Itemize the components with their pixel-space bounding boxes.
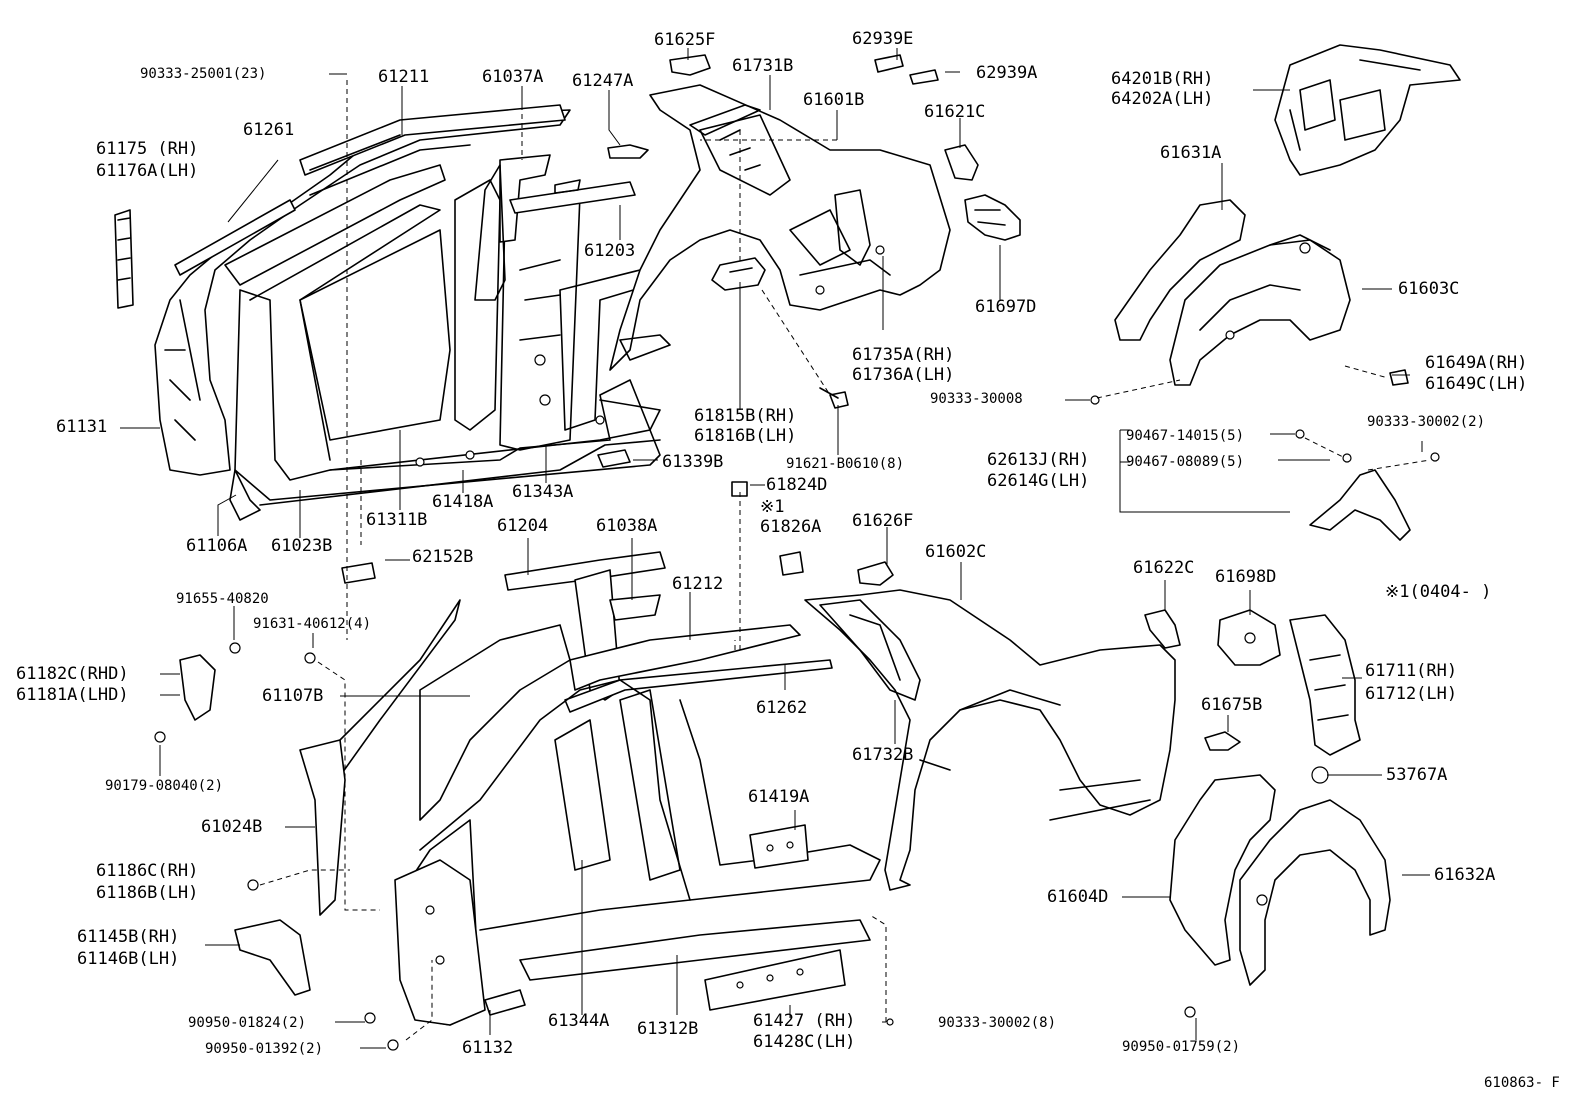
part-label-61176A-lh: 61176A(LH): [96, 161, 199, 181]
part-label-61697D: 61697D: [975, 297, 1037, 317]
part-label-61735A-rh: 61735A(RH): [852, 345, 955, 365]
leader-lines: [120, 48, 1431, 1049]
part-label-61339B: 61339B: [662, 452, 724, 472]
part-label-91655-40820: 91655-40820: [176, 591, 269, 607]
part-label-91621-b0610: 91621-B0610(8): [786, 456, 905, 472]
part-label-61261: 61261: [243, 120, 295, 140]
part-label-61132: 61132: [462, 1038, 514, 1058]
part-label-61419A: 61419A: [748, 787, 810, 807]
part-label-61649A-rh: 61649A(RH): [1425, 353, 1528, 373]
part-label-61604D: 61604D: [1047, 887, 1109, 907]
part-label-61023B: 61023B: [271, 536, 333, 556]
part-label-61262: 61262: [756, 698, 808, 718]
part-label-61107B: 61107B: [262, 686, 324, 706]
part-label-61038A: 61038A: [596, 516, 658, 536]
part-label-61418A: 61418A: [432, 492, 494, 512]
part-label-61181A-lhd: 61181A(LHD): [16, 685, 129, 705]
part-label-90467-08089: 90467-08089(5): [1126, 454, 1245, 470]
part-label-61731B: 61731B: [732, 56, 794, 76]
part-label-61736A-lh: 61736A(LH): [852, 365, 955, 385]
part-label-64201B-rh: 64201B(RH): [1111, 69, 1214, 89]
part-label-61186C-rh: 61186C(RH): [96, 861, 199, 881]
part-label-61622C: 61622C: [1133, 558, 1195, 578]
part-label-91631-40612: 91631-40612(4): [253, 616, 372, 632]
part-label-61428C-lh: 61428C(LH): [753, 1032, 856, 1052]
part-label-61024B: 61024B: [201, 817, 263, 837]
part-label-61131: 61131: [56, 417, 108, 437]
part-label-61649C-lh: 61649C(LH): [1425, 374, 1528, 394]
part-label-62939E: 62939E: [852, 29, 914, 49]
part-label-62152B: 62152B: [412, 547, 474, 567]
part-label-61625F: 61625F: [654, 30, 716, 50]
part-label-61603C: 61603C: [1398, 279, 1460, 299]
part-label-61602C: 61602C: [925, 542, 987, 562]
part-label-90950-01824: 90950-01824(2): [188, 1015, 307, 1031]
part-label-90333-30002-8: 90333-30002(8): [938, 1015, 1057, 1031]
part-label-61601B: 61601B: [803, 90, 865, 110]
part-label-61343A: 61343A: [512, 482, 574, 502]
part-label-61815B-rh: 61815B(RH): [694, 406, 797, 426]
part-label-61211: 61211: [378, 67, 430, 87]
part-label-61698D: 61698D: [1215, 567, 1277, 587]
part-label-61626F: 61626F: [852, 511, 914, 531]
part-label-61145B-rh: 61145B(RH): [77, 927, 180, 947]
part-label-61344A: 61344A: [548, 1011, 610, 1031]
part-label-61203: 61203: [584, 241, 636, 261]
part-label-61621C: 61621C: [924, 102, 986, 122]
part-label-61106A: 61106A: [186, 536, 248, 556]
part-label-53767A: 53767A: [1386, 765, 1448, 785]
part-label-90950-01392: 90950-01392(2): [205, 1041, 324, 1057]
part-label-61632A: 61632A: [1434, 865, 1496, 885]
quarter-panel-outer: [779, 551, 1391, 1018]
part-label-61146B-lh: 61146B(LH): [77, 949, 180, 969]
part-label-61824D: 61824D: [766, 475, 828, 495]
part-label-90179-08040: 90179-08040(2): [105, 778, 224, 794]
body-side-inner: [154, 551, 894, 1051]
note-mark-1: ※1: [760, 497, 785, 517]
part-label-61732B: 61732B: [852, 745, 914, 765]
part-label-61631A: 61631A: [1160, 143, 1222, 163]
part-label-61312B: 61312B: [637, 1019, 699, 1039]
note-applicability-0404: ※1(0404- ): [1385, 582, 1492, 602]
part-label-62939A: 62939A: [976, 63, 1038, 83]
part-label-61212: 61212: [672, 574, 724, 594]
part-label-61186B-lh: 61186B(LH): [96, 883, 199, 903]
part-label-62614G-lh: 62614G(LH): [987, 471, 1090, 491]
part-label-61204: 61204: [497, 516, 549, 536]
part-label-90333-30002-2: 90333-30002(2): [1367, 414, 1486, 430]
part-label-90467-14015: 90467-14015(5): [1126, 428, 1245, 444]
part-label-61182C-rhd: 61182C(RHD): [16, 664, 129, 684]
rear-wheel-housing-upper: [1090, 44, 1461, 541]
part-label-90333-25001: 90333-25001(23): [140, 66, 267, 82]
part-label-61427-rh: 61427 (RH): [753, 1011, 856, 1031]
part-label-61712-lh: 61712(LH): [1365, 684, 1458, 704]
part-label-90950-01759: 90950-01759(2): [1122, 1039, 1241, 1055]
part-label-90333-30008: 90333-30008: [930, 391, 1023, 407]
part-label-61711-rh: 61711(RH): [1365, 661, 1458, 681]
part-label-62613J-rh: 62613J(RH): [987, 450, 1090, 470]
part-label-61826A: 61826A: [760, 517, 822, 537]
quarter-panel-upper: [597, 54, 1021, 497]
part-label-64202A-lh: 64202A(LH): [1111, 89, 1214, 109]
part-label-61816B-lh: 61816B(LH): [694, 426, 797, 446]
part-label-61175-rh: 61175 (RH): [96, 139, 199, 159]
part-label-61247A: 61247A: [572, 71, 634, 91]
body-side-outer-upper: [114, 104, 661, 521]
part-label-61311B: 61311B: [366, 510, 428, 530]
catalog-number: 610863- F: [1484, 1075, 1560, 1091]
part-label-61675B: 61675B: [1201, 695, 1263, 715]
part-label-61037A: 61037A: [482, 67, 544, 87]
